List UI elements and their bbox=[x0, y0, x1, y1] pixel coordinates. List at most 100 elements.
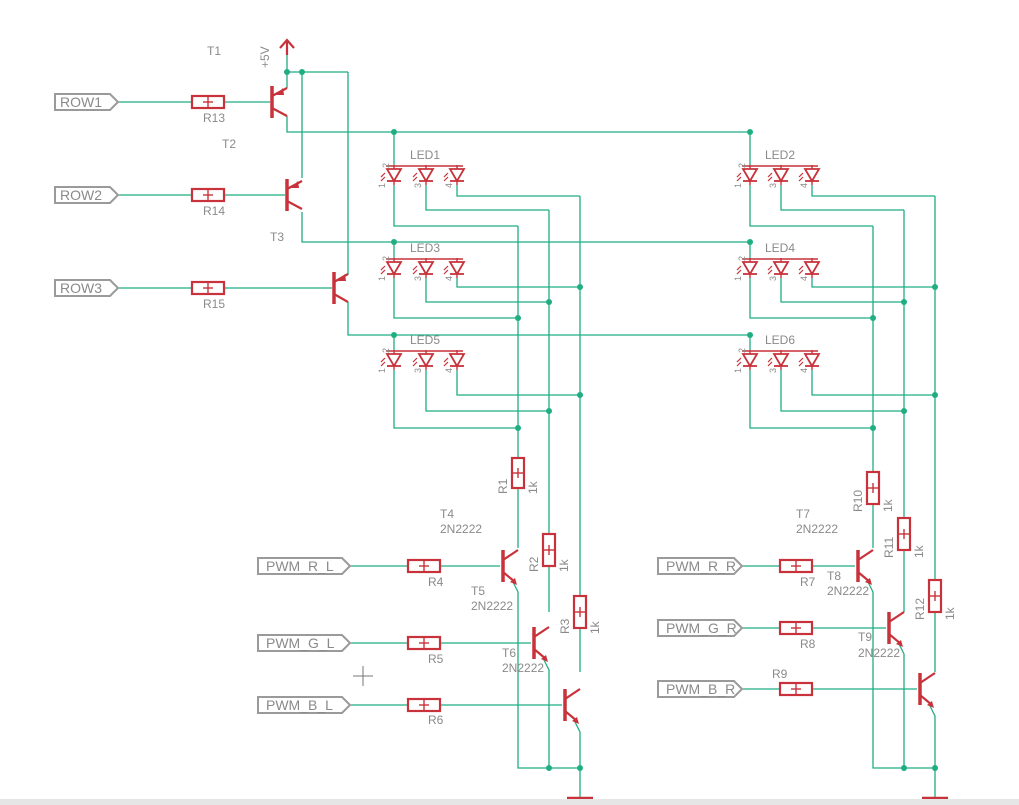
row-port-1[interactable]: ROW1 bbox=[54, 93, 120, 111]
led-pin: 1 bbox=[733, 183, 743, 188]
resistor-r13[interactable]: R13 bbox=[190, 94, 225, 125]
transistor-t7[interactable]: T7 2N2222 bbox=[796, 507, 874, 585]
led-pin: 2 bbox=[737, 348, 747, 353]
resistor-value: 1k bbox=[526, 480, 540, 494]
transistor-t5[interactable]: T5 2N2222 bbox=[471, 584, 550, 662]
pwm-port-r-left[interactable]: PWM_R_L bbox=[257, 557, 352, 575]
resistor-r5[interactable]: R5 bbox=[406, 635, 444, 666]
pwm-port-b-left[interactable]: PWM_B_L bbox=[257, 696, 352, 714]
transistor-label: T4 bbox=[440, 507, 454, 521]
resistor-label: R5 bbox=[428, 652, 444, 666]
transistor-type: 2N2222 bbox=[471, 599, 513, 613]
resistor-r7[interactable]: R7 bbox=[778, 558, 816, 589]
led-label: LED3 bbox=[410, 241, 440, 255]
row-port-3[interactable]: ROW3 bbox=[54, 279, 120, 297]
resistor-label: R12 bbox=[913, 598, 927, 620]
led-4[interactable]: LED4 1 2 3 4 bbox=[733, 241, 820, 281]
row-port-2[interactable]: ROW2 bbox=[54, 186, 120, 204]
transistor-label: T2 bbox=[222, 137, 236, 151]
pwm-port-g-left[interactable]: PWM_G_L bbox=[257, 634, 352, 652]
transistor-t6[interactable]: T6 2N2222 bbox=[502, 646, 581, 724]
resistor-r8[interactable]: R8 bbox=[778, 620, 816, 651]
row-port-label: ROW3 bbox=[60, 280, 102, 296]
crosshair-cursor-icon bbox=[353, 666, 373, 686]
resistor-label: R6 bbox=[428, 713, 444, 727]
resistor-r15[interactable]: R15 bbox=[190, 280, 225, 311]
led-pin: 3 bbox=[768, 276, 778, 281]
resistor-value: 1k bbox=[912, 544, 926, 558]
resistor-label: R7 bbox=[800, 575, 816, 589]
led-pin: 2 bbox=[381, 348, 391, 353]
led-3[interactable]: LED3 1 2 3 4 bbox=[377, 241, 465, 281]
transistor-label: T3 bbox=[270, 230, 284, 244]
pwm-port-label: PWM_G_L bbox=[266, 635, 335, 651]
resistor-r1[interactable]: R1 1k bbox=[496, 456, 540, 494]
led-pin: 2 bbox=[381, 163, 391, 168]
supply-symbol: +5V bbox=[258, 38, 295, 68]
transistor-label: T9 bbox=[858, 630, 872, 644]
pwm-port-label: PWM_R_R bbox=[666, 558, 736, 574]
led-pin: 2 bbox=[737, 163, 747, 168]
led-label: LED4 bbox=[765, 241, 795, 255]
transistor-type: 2N2222 bbox=[502, 661, 544, 675]
resistor-r6[interactable]: R6 bbox=[406, 697, 444, 727]
pwm-port-r-right[interactable]: PWM_R_R bbox=[657, 557, 744, 575]
transistor-type: 2N2222 bbox=[796, 522, 838, 536]
led-pin: 4 bbox=[799, 368, 809, 373]
led-6[interactable]: LED6 1 2 3 4 bbox=[733, 333, 820, 373]
resistor-value: 1k bbox=[557, 558, 571, 572]
resistor-r12[interactable]: R12 1k bbox=[913, 578, 957, 620]
resistor-label: R13 bbox=[203, 111, 225, 125]
led-pin: 2 bbox=[737, 256, 747, 261]
transistor-label: T1 bbox=[207, 44, 221, 58]
resistor-label: R8 bbox=[800, 637, 816, 651]
transistor-t1[interactable]: T1 bbox=[207, 44, 288, 118]
led-label: LED1 bbox=[410, 148, 440, 162]
led-1[interactable]: LED1 1 2 3 4 bbox=[377, 148, 465, 188]
transistor-label: T7 bbox=[796, 507, 810, 521]
resistor-value: 1k bbox=[881, 498, 895, 512]
led-pin: 1 bbox=[377, 183, 387, 188]
transistor-t2[interactable]: T2 bbox=[222, 137, 303, 211]
led-pin: 3 bbox=[413, 183, 423, 188]
led-pin: 3 bbox=[768, 183, 778, 188]
pwm-port-label: PWM_R_L bbox=[266, 558, 334, 574]
resistor-r10[interactable]: R10 1k bbox=[851, 470, 895, 512]
supply-label: +5V bbox=[258, 46, 272, 68]
resistor-r2[interactable]: R2 1k bbox=[527, 532, 571, 572]
resistor-value: 1k bbox=[943, 606, 957, 620]
transistor-label: T5 bbox=[471, 584, 485, 598]
resistor-label: R4 bbox=[428, 575, 444, 589]
led-pin: 4 bbox=[444, 276, 454, 281]
transistor-type: 2N2222 bbox=[440, 522, 482, 536]
pwm-port-label: PWM_B_L bbox=[266, 697, 333, 713]
resistor-r3[interactable]: R3 1k bbox=[558, 594, 602, 634]
transistor-type: 2N2222 bbox=[827, 584, 869, 598]
led-2[interactable]: LED2 1 2 3 4 bbox=[733, 148, 820, 188]
resistor-label: R9 bbox=[772, 667, 788, 681]
pwm-port-label: PWM_G_R bbox=[666, 620, 737, 636]
resistor-r4[interactable]: R4 bbox=[406, 558, 444, 589]
transistor-t9[interactable]: T9 2N2222 bbox=[858, 630, 936, 708]
led-5[interactable]: LED5 1 2 3 4 bbox=[377, 333, 465, 373]
resistor-label: R14 bbox=[203, 204, 225, 218]
resistor-label: R10 bbox=[851, 490, 865, 512]
resistor-label: R3 bbox=[558, 618, 572, 634]
resistor-r9[interactable]: R9 bbox=[772, 667, 814, 697]
led-pin: 4 bbox=[444, 368, 454, 373]
status-strip bbox=[0, 799, 1019, 805]
led-pin: 4 bbox=[799, 276, 809, 281]
led-pin: 1 bbox=[733, 368, 743, 373]
pwm-port-b-right[interactable]: PWM_B_R bbox=[657, 680, 744, 698]
pwm-port-g-right[interactable]: PWM_G_R bbox=[657, 619, 744, 637]
led-pin: 3 bbox=[413, 368, 423, 373]
resistor-r11[interactable]: R11 1k bbox=[882, 516, 926, 558]
pwm-port-label: PWM_B_R bbox=[666, 681, 735, 697]
transistor-label: T6 bbox=[502, 646, 516, 660]
resistor-r14[interactable]: R14 bbox=[190, 187, 225, 218]
transistor-t3[interactable]: T3 bbox=[270, 230, 349, 304]
transistor-t4[interactable]: T4 2N2222 bbox=[440, 507, 519, 585]
transistor-t8[interactable]: T8 2N2222 bbox=[827, 569, 905, 647]
led-pin: 1 bbox=[377, 276, 387, 281]
